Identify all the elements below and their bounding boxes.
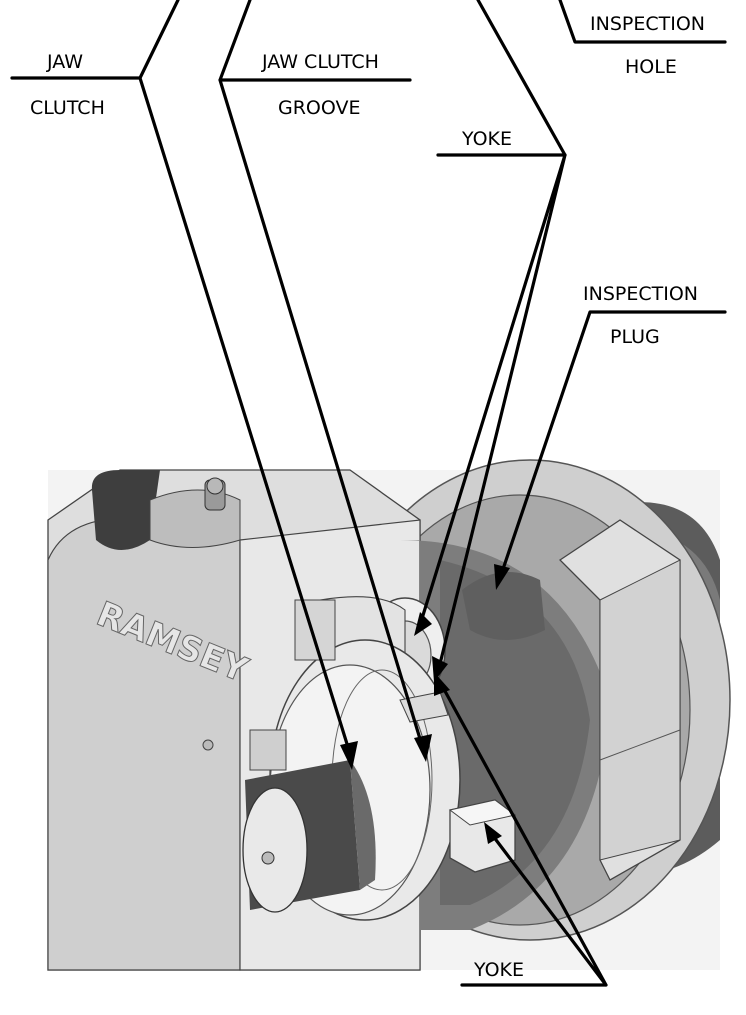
leader-yoke-top xyxy=(418,153,567,674)
arrowhead-jaw-clutch-groove xyxy=(414,734,432,762)
arrowhead-yoke-bottom-2 xyxy=(484,822,502,844)
winch-render: RAMSEY xyxy=(47,459,731,971)
leader-yoke-bottom xyxy=(438,680,608,987)
label-jaw-clutch-line2: CLUTCH xyxy=(30,97,105,119)
leader-jaw-clutch xyxy=(10,0,354,762)
label-jaw-clutch-groove-line2: GROOVE xyxy=(278,97,361,119)
arrowhead-yoke-bottom-1 xyxy=(434,672,450,696)
label-inspection-hole-line1: INSPECTION xyxy=(590,13,705,35)
leader-jaw-clutch-groove xyxy=(218,0,426,754)
label-jaw-clutch-groove-line1: JAW CLUTCH xyxy=(261,51,379,73)
label-inspection-plug-line1: INSPECTION xyxy=(583,283,698,305)
label-inspection-plug-line2: PLUG xyxy=(610,326,660,348)
arrowhead-jaw-clutch xyxy=(340,741,358,770)
label-yoke-bottom: YOKE xyxy=(473,959,524,981)
label-inspection-hole-line2: HOLE xyxy=(625,56,677,78)
arrowhead-inspection-plug xyxy=(494,564,510,590)
leader-inspection-hole xyxy=(476,0,727,157)
label-jaw-clutch-line1: JAW xyxy=(46,51,83,73)
leader-inspection-plug xyxy=(498,310,727,580)
arrowhead-yoke-top-1 xyxy=(414,612,432,636)
label-yoke-top: YOKE xyxy=(461,128,512,150)
